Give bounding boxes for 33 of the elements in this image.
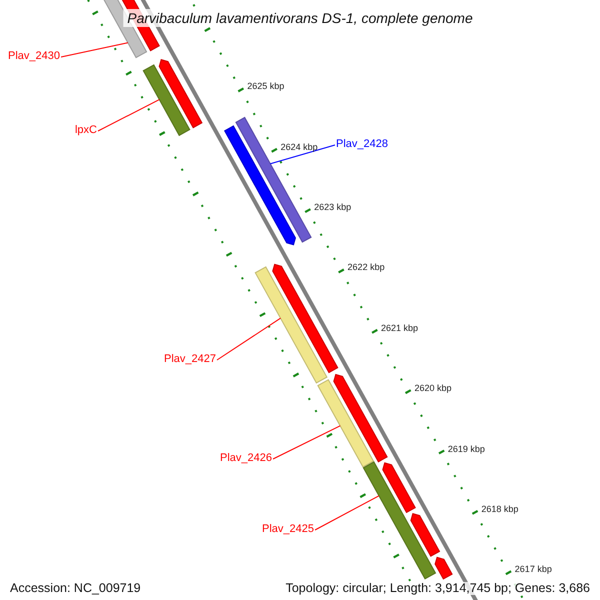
- gene-label: Plav_2428: [336, 139, 388, 150]
- gene-feature: [272, 264, 338, 374]
- gene-label: Plav_2427: [164, 354, 216, 365]
- genome-stats-text: Topology: circular; Length: 3,914,745 bp; Genes: 3,686: [284, 582, 592, 594]
- scale-label: 2622 kbp: [348, 263, 385, 272]
- leader-line: [216, 318, 282, 360]
- leader-line: [272, 425, 341, 460]
- leader-line: [98, 99, 160, 132]
- gene-feature: [382, 462, 416, 514]
- gene-feature: [434, 556, 453, 580]
- scale-label: 2620 kbp: [414, 384, 452, 394]
- scale-label: 2621 kbp: [381, 324, 418, 333]
- leader-line: [314, 495, 380, 530]
- leader-line: [270, 144, 336, 164]
- scale-label: 2624 kbp: [280, 142, 318, 152]
- scale-label: 2617 kbp: [514, 565, 552, 574]
- scale-label: 2623 kbp: [314, 203, 352, 212]
- gene-feature: [254, 266, 328, 384]
- gene-feature: [333, 374, 388, 462]
- gene-label: Plav_2425: [262, 524, 314, 535]
- gene-label: Plav_2426: [220, 453, 272, 464]
- gene-feature: [410, 512, 440, 557]
- gene-feature: [362, 461, 436, 580]
- accession-text: Accession: NC_009719: [8, 582, 143, 594]
- gene-label: Plav_2430: [8, 51, 60, 62]
- gene-label: lpxC: [74, 125, 97, 136]
- scale-label: 2625 kbp: [247, 82, 284, 92]
- gene-feature: [317, 379, 374, 468]
- gene-feature: [142, 64, 190, 136]
- leader-line: [60, 42, 128, 58]
- scale-label: 2619 kbp: [448, 444, 485, 454]
- scale-label: 2618 kbp: [481, 504, 518, 514]
- gene-feature: [158, 59, 203, 128]
